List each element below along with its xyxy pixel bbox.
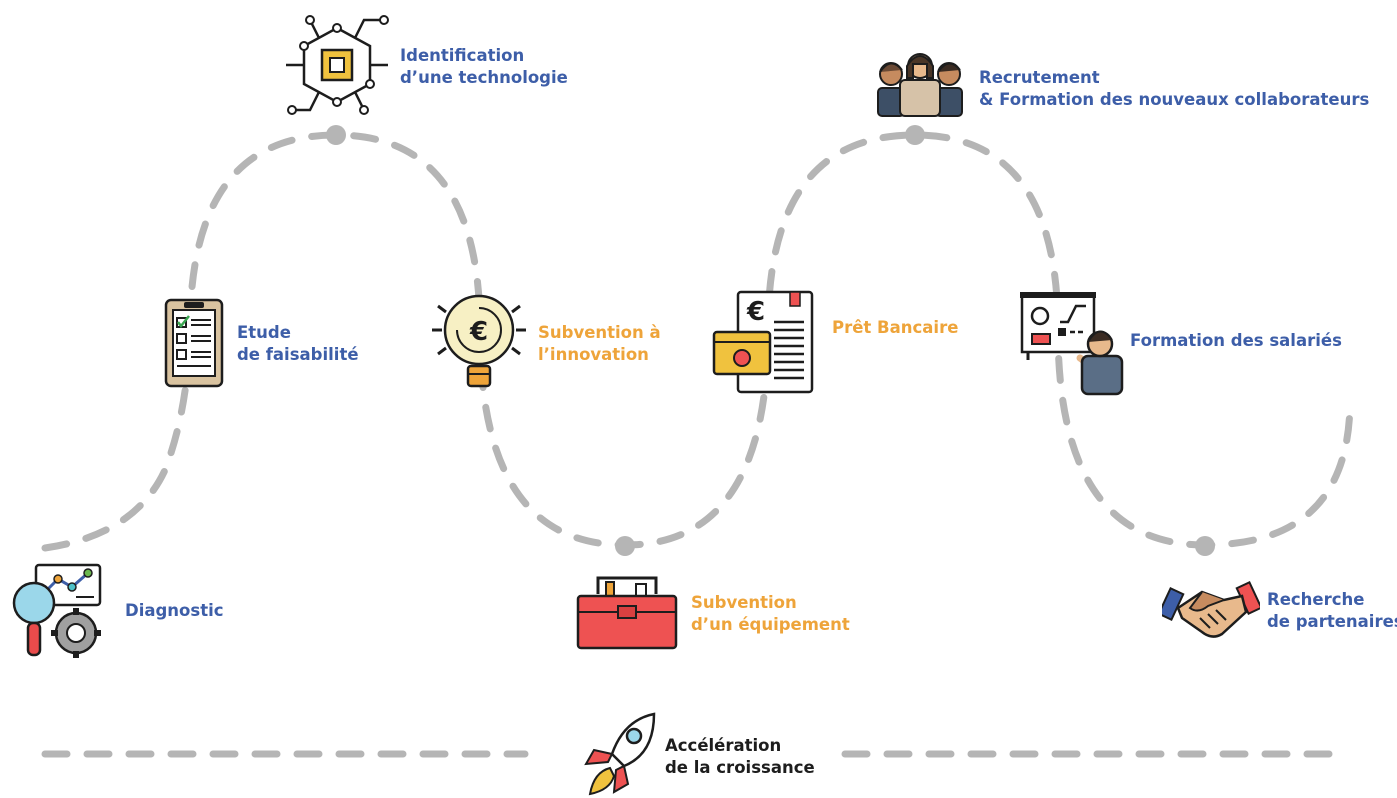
magnifier-gear-icon [12,563,102,658]
path-node-bottom-middle [615,536,635,556]
svg-text:€: € [469,317,488,347]
path-node-bottom-right [1195,536,1215,556]
trainer-board-icon [1020,292,1124,396]
path-segment-start [41,131,1354,552]
step-label-partners: Recherche de partenaires [1267,590,1397,631]
handshake-icon [1162,581,1260,638]
euro-lightbulb-icon: € [432,294,526,388]
svg-text:€: € [746,297,765,327]
circuit-chip-icon [286,15,389,115]
step-label-staff-training: Formation des salariés [1130,331,1342,350]
clipboard-checklist-icon [164,298,224,388]
step-label-diagnostic: Diagnostic [125,601,224,620]
step-label-equipment-grant: Subvention d’un équipement [691,593,850,634]
step-label-innovation-grant: Subvention à l’innovation [538,323,661,364]
euro-document-banknote-icon: € [712,290,814,394]
step-label-identification: Identification d’une technologie [400,46,568,87]
step-label-recruitment: Recrutement & Formation des nouveaux col… [979,68,1370,109]
toolbox-icon [576,576,678,650]
team-people-icon [877,53,963,117]
step-label-growth: Accélération de la croissance [665,736,815,777]
rocket-icon [584,712,656,796]
path-node-top-left [326,125,346,145]
path-node-top-right [905,125,925,145]
step-label-feasibility: Etude de faisabilité [237,323,359,364]
step-label-bank-loan: Prêt Bancaire [832,318,959,337]
